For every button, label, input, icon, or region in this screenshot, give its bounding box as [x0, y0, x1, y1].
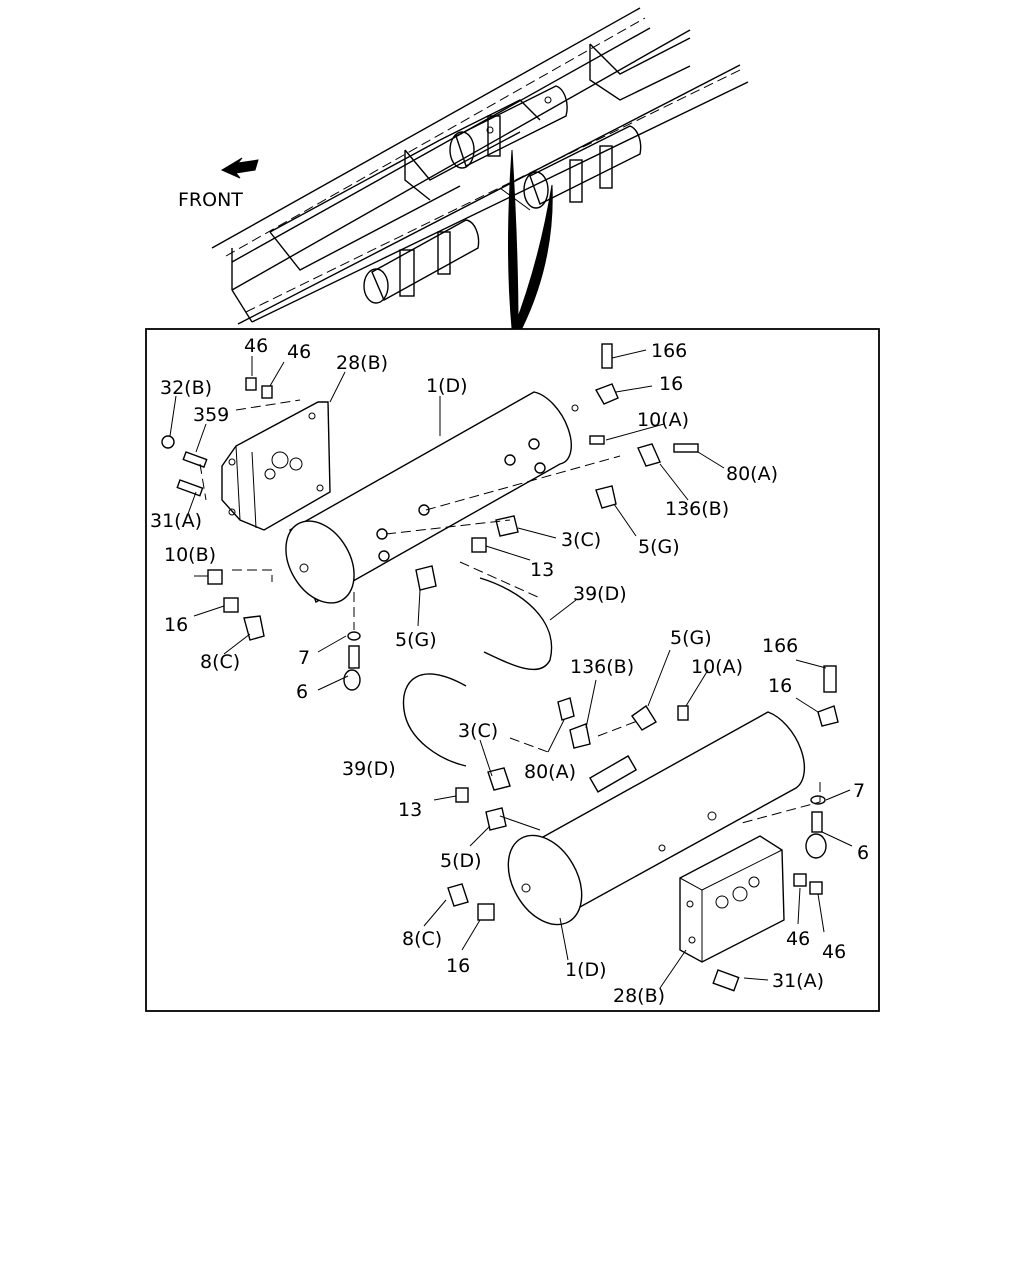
- callout-80a-top: 80(A): [726, 463, 778, 485]
- callout-16-bottom: 16: [768, 675, 792, 697]
- callout-6-left: 6: [296, 681, 308, 703]
- callout-31a-top: 31(A): [150, 510, 202, 532]
- upper-mounting-bracket: [221, 401, 331, 531]
- callout-359: 359: [193, 404, 229, 426]
- callout-13-top: 13: [530, 559, 554, 581]
- lower-leader-lines: [423, 649, 853, 989]
- nut-46b-shape: [261, 385, 273, 399]
- upper-fittings: [161, 343, 699, 691]
- front-direction-arrow: [220, 157, 259, 179]
- upper-hose-39d: [479, 577, 553, 671]
- callout-7-left: 7: [298, 647, 310, 669]
- callout-39d-top: 39(D): [573, 583, 627, 605]
- callout-166-bottom: 166: [762, 635, 798, 657]
- lower-air-tank: [507, 711, 806, 926]
- callout-8c-bottom: 8(C): [402, 928, 442, 950]
- callout-46d: 46: [822, 941, 846, 963]
- callout-7-bottom: 7: [853, 780, 865, 802]
- callout-136b-top: 136(B): [665, 498, 729, 520]
- overview-air-tank-2: [449, 85, 568, 169]
- overview-air-tank-1: [363, 219, 480, 304]
- front-label: FRONT: [178, 189, 243, 211]
- callout-3c-top: 3(C): [561, 529, 601, 551]
- callout-16-left: 16: [164, 614, 188, 636]
- callout-1d-bottom: 1(D): [565, 959, 607, 981]
- callout-16-bottom-left: 16: [446, 955, 470, 977]
- callout-8c-top: 8(C): [200, 651, 240, 673]
- callout-6-bottom: 6: [857, 842, 869, 864]
- lower-fittings: [447, 665, 839, 992]
- callout-166-top: 166: [651, 340, 687, 362]
- detail-leader-curves: [508, 149, 519, 329]
- callout-5g-right: 5(G): [638, 536, 680, 558]
- callout-39d-bottom: 39(D): [342, 758, 396, 780]
- callout-32b: 32(B): [160, 377, 212, 399]
- callout-13-bottom: 13: [398, 799, 422, 821]
- detail-view-frame: [145, 328, 880, 1012]
- callout-80a-bottom: 80(A): [524, 761, 576, 783]
- chassis-frame-overview: [211, 7, 749, 325]
- callout-1d-top: 1(D): [426, 375, 468, 397]
- callout-46a: 46: [244, 335, 268, 357]
- callout-5g-left: 5(G): [395, 629, 437, 651]
- overview-air-tank-3: [523, 125, 642, 209]
- callout-46c: 46: [786, 928, 810, 950]
- callout-labels: 46 46 28(B) 32(B) 359 31(A) 1(D) 166 16 …: [150, 335, 869, 1007]
- callout-10a-bottom: 10(A): [691, 656, 743, 678]
- callout-10b: 10(B): [164, 544, 216, 566]
- lower-mounting-bracket: [679, 835, 785, 963]
- upper-air-tank: [285, 391, 579, 604]
- callout-136b-bottom: 136(B): [570, 656, 634, 678]
- callout-46b: 46: [287, 341, 311, 363]
- callout-3c-bottom: 3(C): [458, 720, 498, 742]
- callout-10a-top: 10(A): [637, 409, 689, 431]
- callout-16-top: 16: [659, 373, 683, 395]
- callout-5g-bottom: 5(G): [670, 627, 712, 649]
- lower-hose-39d: [402, 673, 467, 767]
- callout-5d: 5(D): [440, 850, 482, 872]
- callout-31a-bottom: 31(A): [772, 970, 824, 992]
- callout-28b-bottom: 28(B): [613, 985, 665, 1007]
- callout-28b-top: 28(B): [336, 352, 388, 374]
- nut-46a-shape: [245, 377, 257, 391]
- upper-leader-lines: [169, 349, 725, 691]
